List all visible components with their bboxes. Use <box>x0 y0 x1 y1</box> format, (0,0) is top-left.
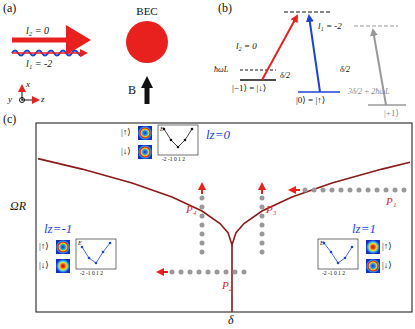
phase-label: lz=1 <box>352 222 376 235</box>
beam-label: l₂ = 0 <box>26 26 49 36</box>
detuning-label: δ/2 <box>340 66 350 74</box>
panel-letter: (b) <box>218 2 232 14</box>
state-label: |+1⟩ <box>384 109 399 118</box>
spin-label: |↑⟩ <box>382 242 392 251</box>
phase-label: lz=0 <box>206 128 230 141</box>
beam-label: l₁ = -2 <box>318 22 342 31</box>
state-label: |−1⟩ = |↓⟩ <box>232 84 266 93</box>
axis-label: E <box>320 240 324 246</box>
beam-label: l₁ = -2 <box>26 59 52 69</box>
path-label: P₄ <box>186 204 197 215</box>
spin-label: |↓⟩ <box>121 147 131 156</box>
axis-label: z <box>41 95 45 104</box>
spin-label: |↑⟩ <box>121 128 131 137</box>
phase-label: lz=-1 <box>44 222 72 235</box>
axis-label: E <box>78 240 82 246</box>
detuning-label: 3δ/2 + 2ħωL <box>348 88 389 96</box>
axis-label: δ <box>228 314 234 326</box>
field-label: B <box>128 84 136 96</box>
spin-label: |↓⟩ <box>39 261 49 270</box>
state-label: |0⟩ = |↑⟩ <box>296 96 325 105</box>
detuning-label: δ/2 <box>280 72 290 80</box>
tick-labels: -2 -1 0 1 2 <box>80 271 103 277</box>
spin-label: |↓⟩ <box>382 261 392 270</box>
tick-labels: -2 -1 0 1 2 <box>162 157 185 163</box>
bec-cloud: BEC <box>124 6 170 65</box>
path-label: P₂ <box>222 280 233 291</box>
tick-labels: -2 -1 0 1 2 <box>322 271 345 277</box>
axis-label: y <box>8 95 12 104</box>
energy-label: ħωL <box>214 66 228 74</box>
path-label: P₁ <box>386 196 397 207</box>
beam-label: l₂ = 0 <box>236 42 257 51</box>
axis-label: x <box>26 80 30 89</box>
spin-label: |↑⟩ <box>39 242 49 251</box>
node-title: BEC <box>124 6 170 17</box>
bec-circle <box>126 21 168 63</box>
axis-label: ΩR <box>10 200 26 212</box>
axis-label: E <box>160 126 164 132</box>
panel-letter: (c) <box>3 113 16 125</box>
panel-letter: (a) <box>3 2 16 14</box>
path-label: P₃ <box>266 204 277 215</box>
